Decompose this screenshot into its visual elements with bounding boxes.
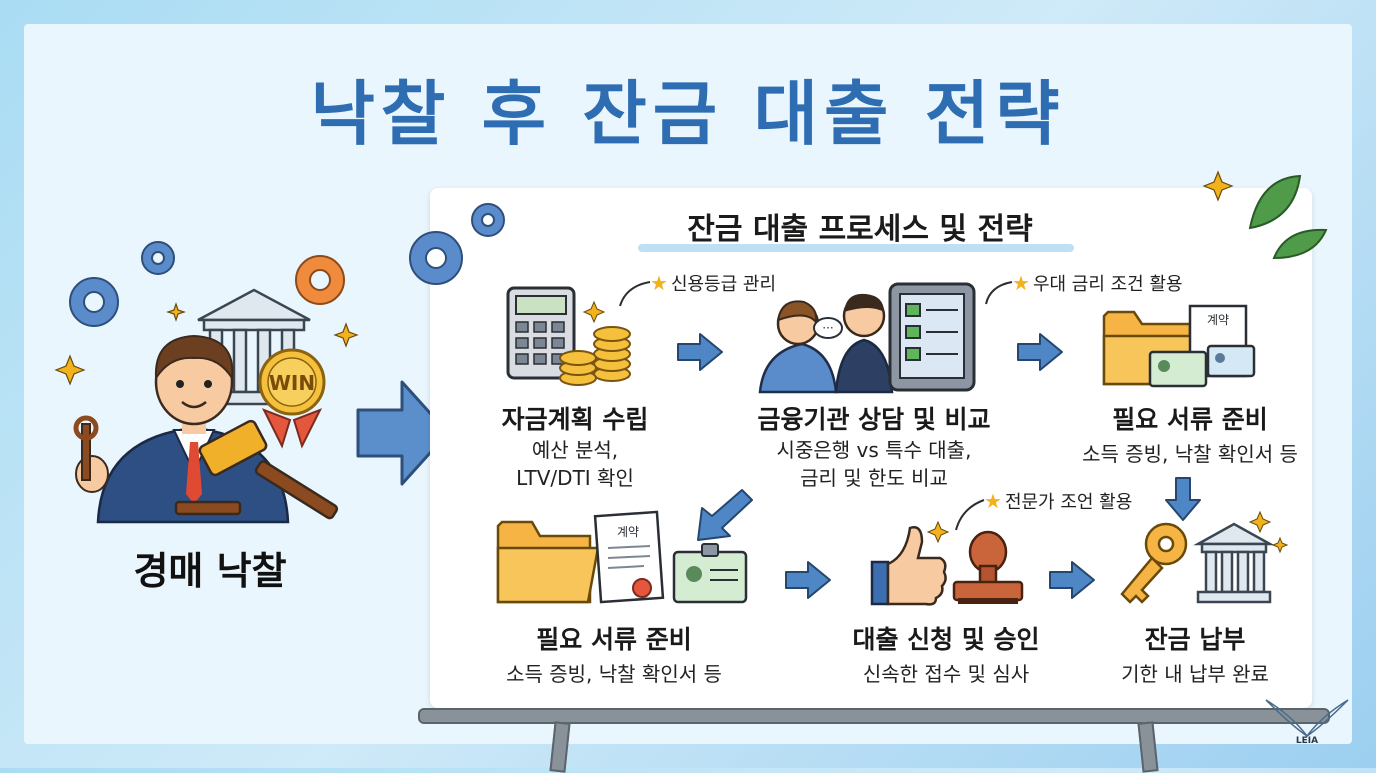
- step-3-title: 필요 서류 준비: [1112, 405, 1268, 434]
- tip-connector: [985, 281, 1013, 305]
- page-title: 낙찰 후 잔금 대출 전략: [310, 73, 1066, 155]
- arrow-down-left-icon: [697, 489, 753, 541]
- consultation-icon: ···: [758, 282, 976, 394]
- key-bank-icon: [1120, 510, 1289, 604]
- approval-stamp-icon: [870, 520, 1024, 606]
- auction-winner-illustration: WIN: [54, 241, 359, 524]
- bank-icon: [1193, 522, 1275, 604]
- tip-credit-rating: ★신용등급 관리: [650, 271, 777, 295]
- arrow-right-icon: [1049, 561, 1095, 599]
- medal-badge-text: WIN: [269, 371, 315, 395]
- leaf-icon: [1248, 174, 1302, 230]
- step-2-desc: 시중은행 vs 특수 대출,금리 및 한도 비교: [776, 438, 972, 490]
- calculator-coins-icon: [506, 286, 631, 386]
- leia-logo: LEIA: [1265, 699, 1349, 746]
- step-4-desc: 소득 증빙, 낙찰 확인서 등: [506, 662, 722, 686]
- step-1-title: 자금계획 수립: [501, 405, 649, 434]
- auction-label: 경매 낙찰: [133, 549, 287, 593]
- sparkle-icon: [54, 302, 359, 386]
- medal-icon: WIN: [258, 348, 326, 449]
- big-arrow-icon: [356, 380, 450, 486]
- step-3-desc: 소득 증빙, 낙찰 확인서 등: [1082, 442, 1298, 466]
- logo-text: LEIA: [1296, 736, 1318, 746]
- board-title: 잔금 대출 프로세스 및 전략: [687, 212, 1033, 247]
- board-title-underline: [638, 244, 1074, 252]
- board-rail: [418, 708, 1330, 724]
- step-5-desc: 신속한 접수 및 심사: [862, 662, 1030, 686]
- leaf-icon: [1272, 228, 1328, 260]
- tip-connector: [955, 499, 985, 531]
- star-icon: ★: [650, 271, 668, 295]
- star-icon: ★: [1012, 271, 1030, 295]
- step-5-title: 대출 신청 및 승인: [852, 625, 1040, 654]
- step-1-desc: 예산 분석,LTV/DTI 확인: [516, 438, 634, 490]
- leaf-decoration: [1202, 170, 1328, 260]
- tip-expert-advice: ★전문가 조언 활용: [984, 489, 1133, 513]
- arrow-down-icon: [1165, 477, 1201, 521]
- arrow-right-icon: [785, 561, 831, 599]
- svg-text:···: ···: [822, 321, 833, 335]
- arrow-right-icon: [677, 333, 723, 371]
- folder-contract-id-icon: 계약: [496, 510, 748, 604]
- step-6-title: 잔금 납부: [1144, 625, 1246, 654]
- gear-icon: [409, 203, 505, 285]
- tip-preferential-rate: ★우대 금리 조건 활용: [1012, 271, 1183, 295]
- tip-connector: [619, 281, 651, 307]
- folder-documents-icon: 계약: [1102, 304, 1256, 388]
- step-2-title: 금융기관 상담 및 비교: [757, 405, 991, 434]
- document-label: 계약: [617, 524, 639, 539]
- process-board: [430, 188, 1312, 708]
- sparkle-icon: [1202, 170, 1234, 202]
- gear-icon: [295, 255, 345, 305]
- gavel-icon: [174, 419, 339, 520]
- key-icon: [1120, 522, 1188, 604]
- star-icon: ★: [984, 489, 1002, 513]
- arrow-right-icon: [1017, 333, 1063, 371]
- step-6-desc: 기한 내 납부 완료: [1121, 662, 1269, 686]
- document-label: 계약: [1207, 312, 1229, 327]
- gear-icon: [69, 241, 175, 327]
- board-gears: [409, 203, 505, 285]
- step-4-title: 필요 서류 준비: [536, 625, 692, 654]
